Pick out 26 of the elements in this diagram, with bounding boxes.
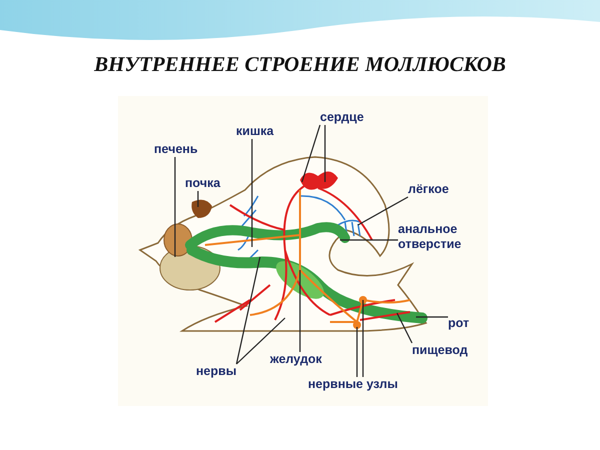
leader-line (236, 318, 286, 364)
part-label: сердце (320, 110, 364, 125)
leader-line (356, 327, 358, 377)
leader-line (340, 239, 398, 241)
leader-line (174, 157, 176, 257)
part-label: почка (185, 176, 220, 191)
leader-line (416, 316, 448, 318)
part-label: желудок (270, 352, 322, 367)
leader-line (251, 139, 253, 247)
part-label: пищевод (412, 343, 468, 358)
leader-line (358, 196, 408, 226)
leader-line (299, 270, 301, 352)
leader-line (362, 300, 364, 377)
part-label: рот (448, 316, 470, 331)
leader-line (197, 191, 199, 207)
part-label: нервные узлы (308, 377, 398, 392)
part-label: лёгкое (408, 182, 449, 197)
leader-line (324, 125, 326, 182)
leader-line (396, 312, 413, 344)
leader-line (236, 256, 261, 364)
part-label: кишка (236, 124, 274, 139)
part-label: анальное отверстие (398, 222, 478, 252)
part-label: печень (154, 142, 198, 157)
part-label: нервы (196, 364, 236, 379)
diagram-title: ВНУТРЕННЕЕ СТРОЕНИЕ МОЛЛЮСКОВ (93, 52, 507, 77)
leader-line (301, 124, 321, 182)
